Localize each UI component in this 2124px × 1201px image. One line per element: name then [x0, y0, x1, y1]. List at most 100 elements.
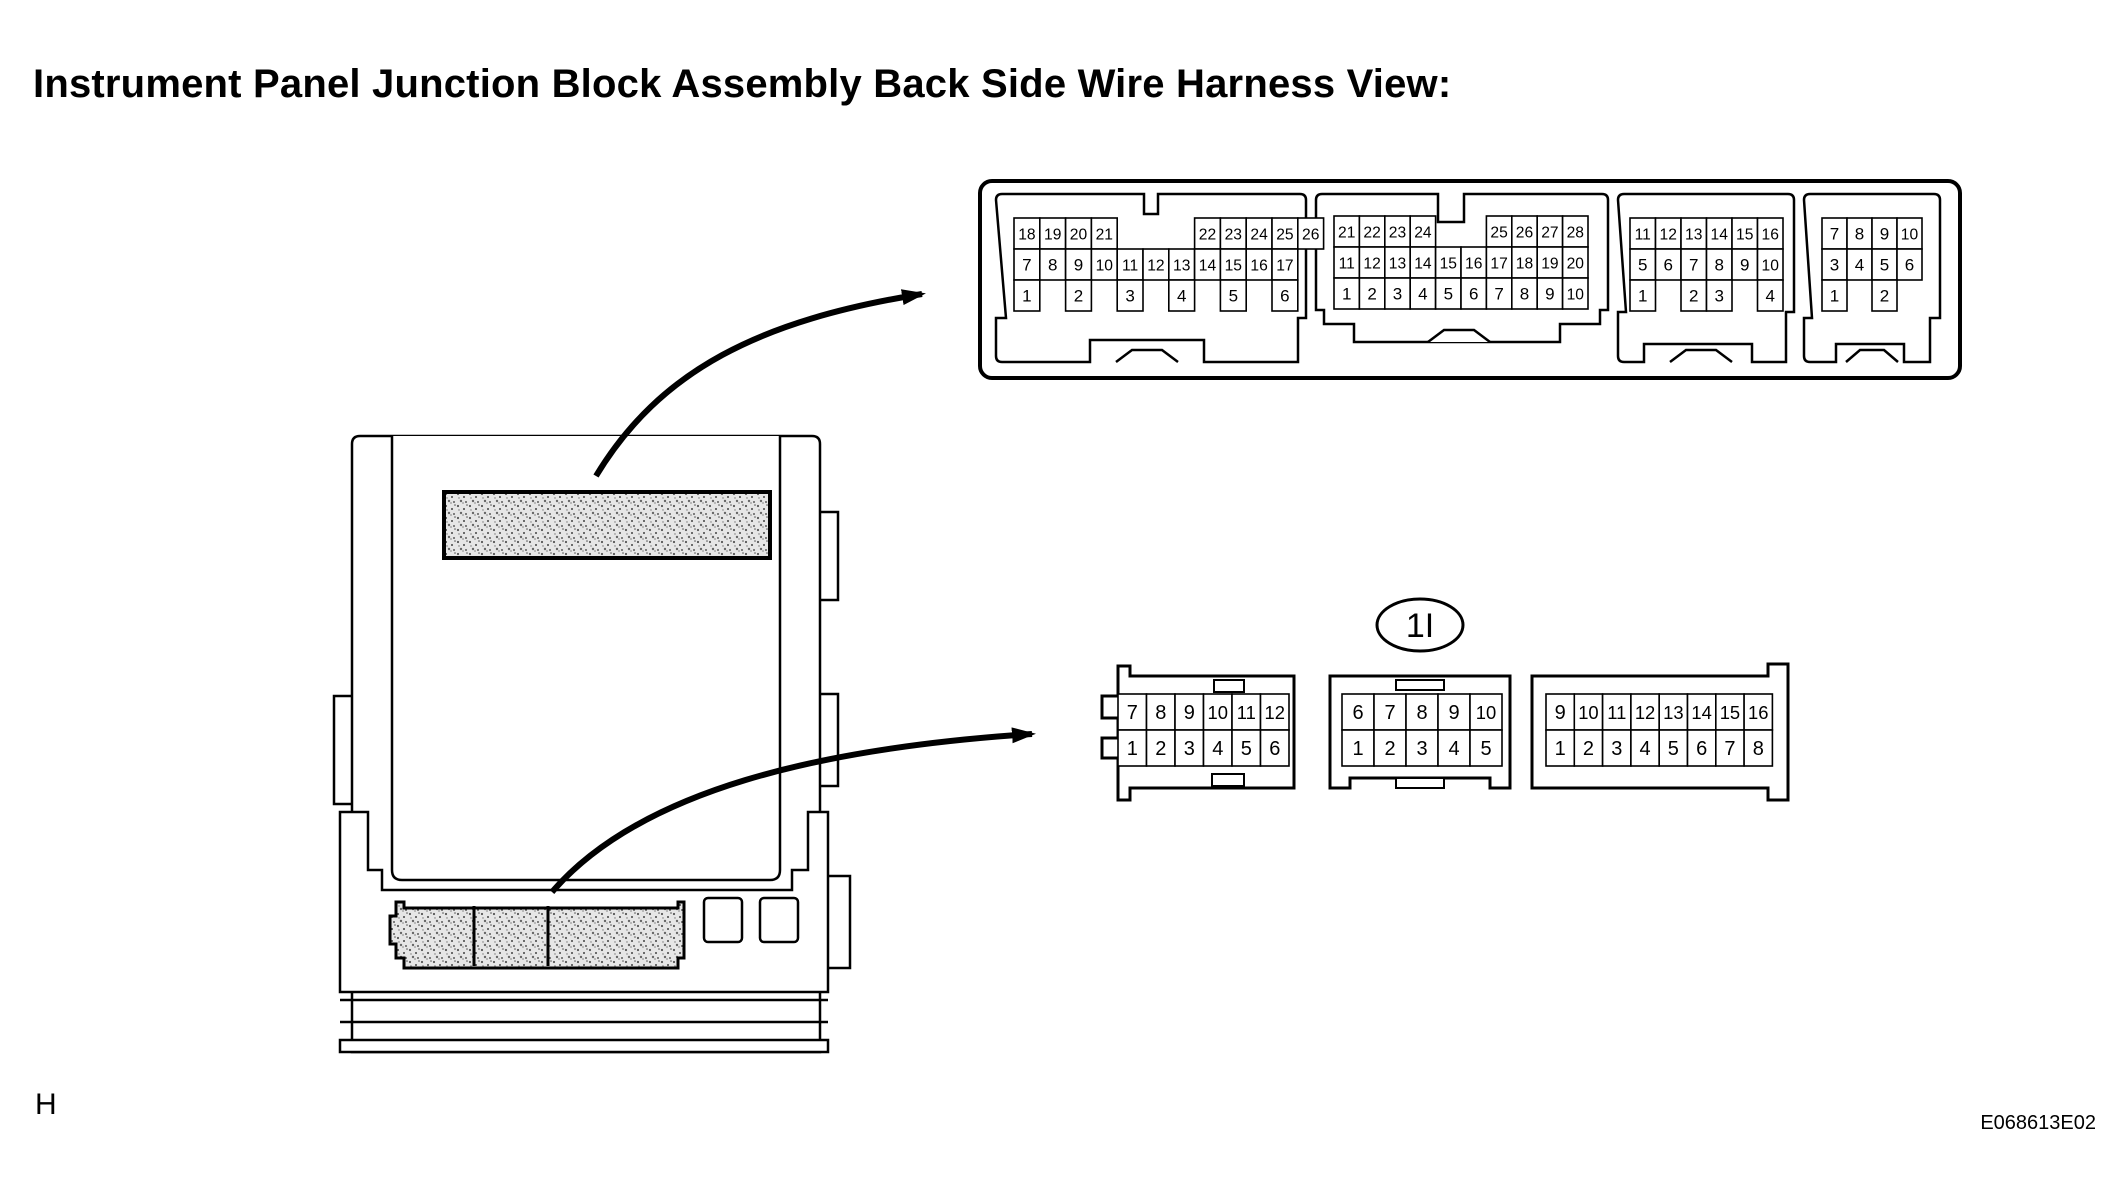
pin-number: 8 — [1520, 285, 1529, 304]
pin-number: 5 — [1638, 256, 1647, 275]
pin-number: 7 — [1022, 256, 1031, 275]
pin-number: 3 — [1184, 738, 1195, 760]
pin-cell — [1434, 246, 1462, 279]
pin-number: 8 — [1048, 256, 1057, 275]
pin-cell — [1405, 693, 1439, 731]
pin-number: 1 — [1127, 738, 1138, 760]
pin-cell — [1731, 248, 1759, 281]
pin-number: 12 — [1635, 702, 1655, 723]
pin-cell — [1116, 279, 1144, 312]
sheet-corner-label: H — [35, 1088, 57, 1121]
pin-cell — [1871, 279, 1898, 312]
pin-number: 15 — [1440, 256, 1458, 273]
pin-number: 9 — [1074, 256, 1083, 275]
pin-number: 11 — [1607, 702, 1626, 723]
pin-number: 4 — [1639, 738, 1650, 760]
pin-cell — [1821, 217, 1848, 250]
pin-number: 25 — [1276, 227, 1294, 244]
pin-number: 2 — [1367, 285, 1376, 304]
pin-number: 1 — [1352, 738, 1363, 760]
pin-cell — [1333, 246, 1361, 279]
pin-number: 24 — [1414, 225, 1432, 242]
pin-number: 19 — [1044, 227, 1061, 244]
pin-number: 22 — [1363, 225, 1380, 242]
pin-number: 6 — [1696, 738, 1707, 760]
pin-number: 14 — [1199, 258, 1217, 275]
pin-cell — [1561, 277, 1589, 310]
pin-cell — [1469, 729, 1503, 767]
connector-label-oval — [1375, 597, 1465, 653]
pin-number: 5 — [1229, 287, 1238, 306]
pin-number: 9 — [1880, 225, 1889, 244]
pin-number: 13 — [1389, 256, 1406, 273]
pin-number: 22 — [1199, 227, 1216, 244]
pin-number: 18 — [1516, 256, 1534, 273]
pin-cell — [1341, 693, 1375, 731]
pin-cell — [1846, 217, 1873, 250]
pin-number: 6 — [1269, 738, 1280, 760]
pin-number: 12 — [1363, 256, 1380, 273]
pin-number: 16 — [1250, 258, 1267, 275]
pin-cell — [1064, 217, 1093, 250]
pin-cell — [1821, 248, 1848, 281]
pin-number: 1 — [1638, 287, 1647, 306]
pin-number: 8 — [1855, 225, 1864, 244]
figure-code: E068613E02 — [1980, 1112, 2096, 1134]
pin-number: 2 — [1689, 287, 1698, 306]
pin-number: 11 — [1122, 258, 1138, 275]
pin-number: 10 — [1567, 287, 1585, 304]
lower-connector-area — [388, 900, 686, 970]
pin-number: 15 — [1225, 258, 1243, 275]
pin-number: 15 — [1720, 702, 1740, 723]
pin-number: 19 — [1541, 256, 1558, 273]
pin-number: 1 — [1022, 287, 1031, 306]
pin-cell — [1145, 693, 1176, 731]
pin-cell — [1630, 693, 1661, 731]
pin-cell — [1686, 693, 1717, 731]
pin-cell — [1658, 693, 1689, 731]
pin-number: 4 — [1448, 738, 1459, 760]
pin-cell — [1437, 729, 1471, 767]
pin-number: 8 — [1416, 702, 1427, 724]
pin-number: 14 — [1711, 227, 1729, 244]
pin-number: 13 — [1685, 227, 1702, 244]
pin-number: 3 — [1393, 285, 1402, 304]
pin-number: 5 — [1880, 256, 1889, 275]
pin-number: 3 — [1830, 256, 1839, 275]
pin-number: 27 — [1541, 225, 1558, 242]
pin-number: 8 — [1753, 738, 1764, 760]
pin-number: 10 — [1208, 702, 1228, 723]
pin-number: 4 — [1766, 287, 1775, 306]
pin-cell — [1511, 246, 1539, 279]
pin-cell — [1039, 248, 1067, 281]
pin-number: 16 — [1748, 702, 1768, 723]
pin-cell — [1271, 279, 1299, 312]
pin-cell — [1686, 729, 1717, 767]
pin-number: 3 — [1715, 287, 1724, 306]
pin-cell — [1460, 277, 1488, 310]
pin-number: 12 — [1147, 258, 1164, 275]
pin-number: 25 — [1490, 225, 1508, 242]
pin-number: 4 — [1177, 287, 1186, 306]
pin-number: 16 — [1465, 256, 1482, 273]
pin-cell — [1629, 279, 1657, 312]
pin-number: 20 — [1070, 227, 1088, 244]
pin-number: 6 — [1469, 285, 1478, 304]
pin-number: 5 — [1241, 738, 1252, 760]
pin-number: 12 — [1265, 702, 1285, 723]
pin-cell — [1573, 729, 1604, 767]
pin-number: 6 — [1905, 256, 1914, 275]
pin-number: 9 — [1555, 702, 1566, 724]
pin-cell — [1743, 729, 1774, 767]
pin-cell — [1409, 215, 1437, 248]
pin-number: 10 — [1476, 702, 1496, 723]
pin-number: 17 — [1276, 258, 1293, 275]
pin-number: 2 — [1384, 738, 1395, 760]
